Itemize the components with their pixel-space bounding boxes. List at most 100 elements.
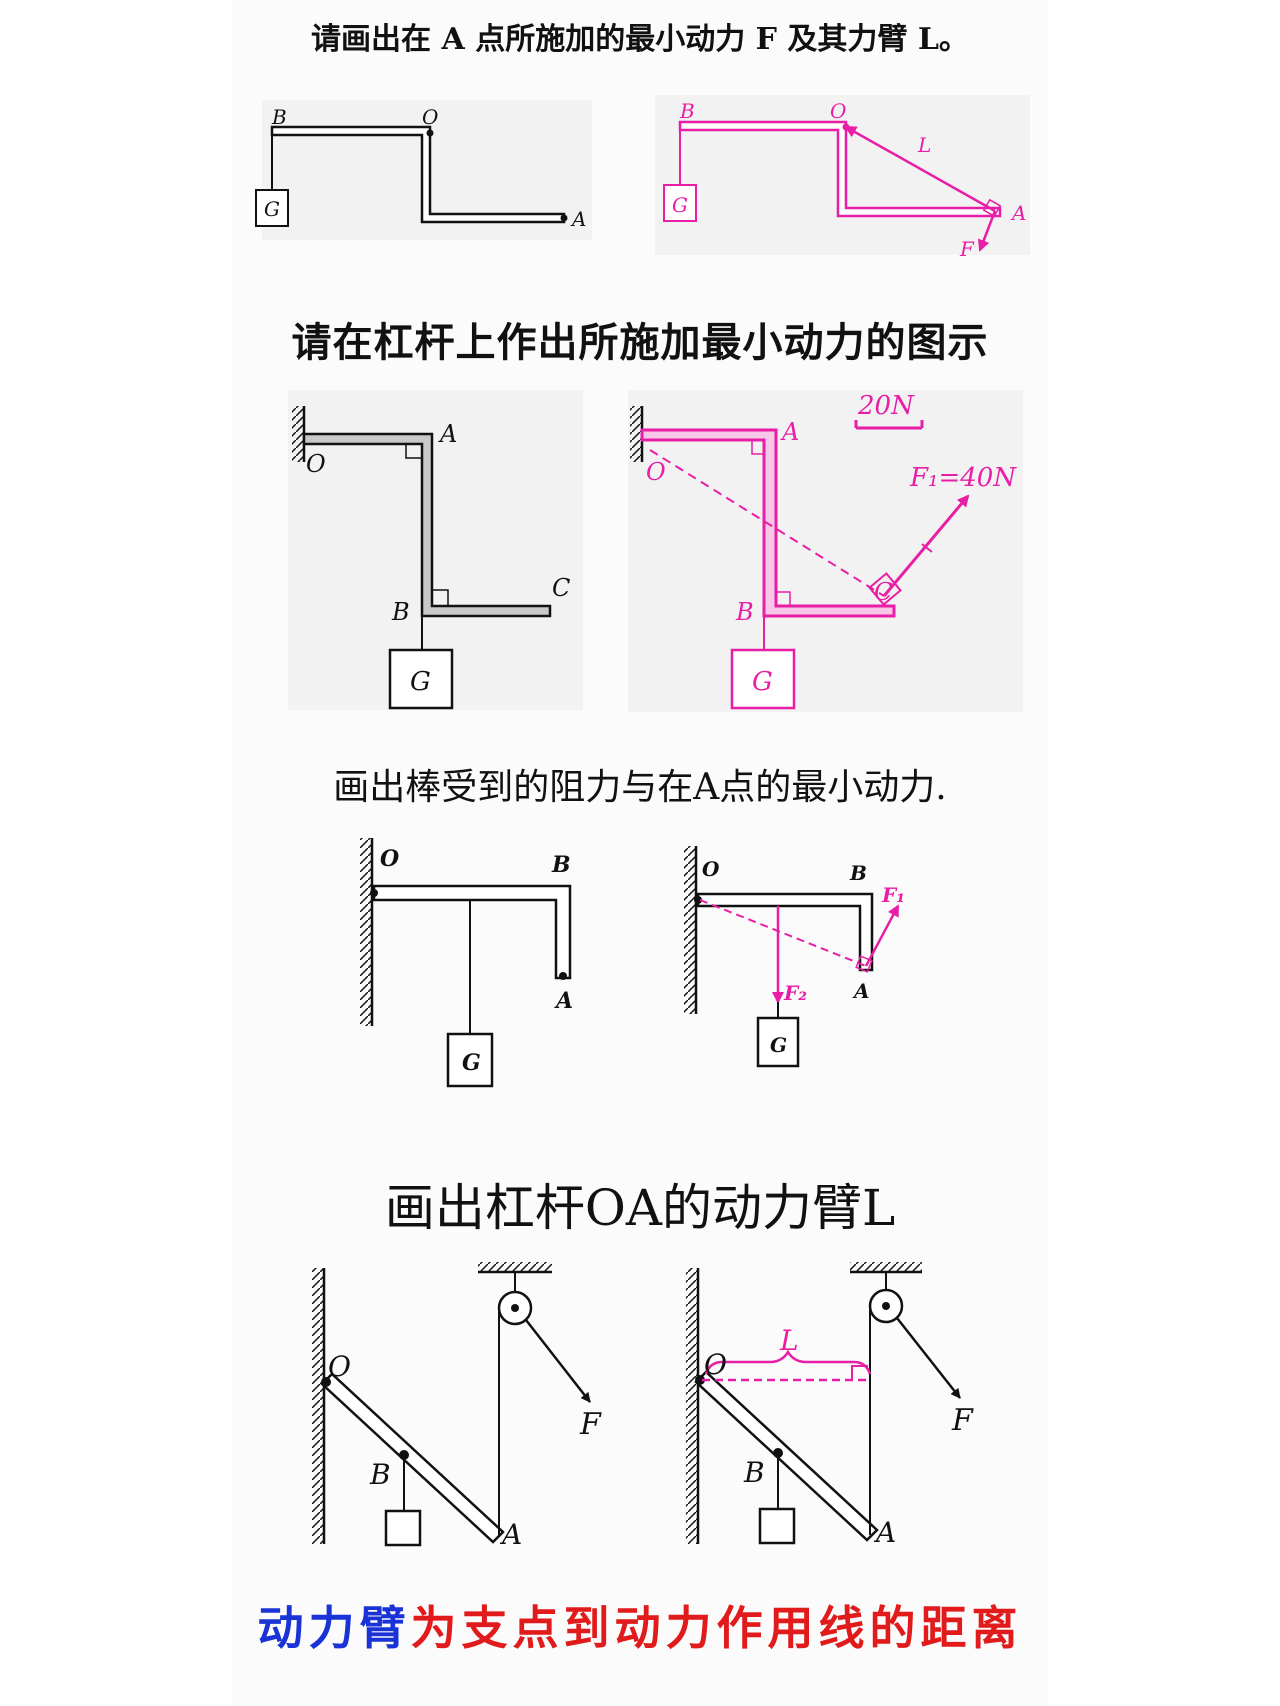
label-f: F bbox=[951, 1403, 974, 1438]
footer-explanation: 为支点到动力作用线的距离 bbox=[410, 1601, 1023, 1655]
right-angle-mark bbox=[855, 955, 873, 973]
label-o: O bbox=[646, 458, 666, 486]
point-a-dot bbox=[559, 972, 567, 980]
label-a: A bbox=[780, 418, 799, 446]
label-o: O bbox=[328, 1350, 351, 1383]
pivot-dot bbox=[695, 1375, 705, 1385]
label-a: A bbox=[852, 979, 870, 1003]
label-b: B bbox=[735, 598, 754, 626]
right-angle-mark-a bbox=[751, 440, 764, 455]
lever-arm-dashed bbox=[699, 899, 867, 967]
pivot-dot bbox=[426, 129, 434, 137]
label-a: A bbox=[570, 207, 586, 231]
label-g: G bbox=[672, 193, 688, 217]
footer-definition: 动力臂为支点到动力作用线的距离 bbox=[232, 1592, 1048, 1658]
bent-lever bbox=[678, 120, 1002, 218]
label-a: A bbox=[554, 988, 573, 1014]
pulley-axle bbox=[511, 1304, 519, 1312]
label-b: B bbox=[849, 861, 867, 885]
label-b: B bbox=[391, 598, 410, 626]
section-2-title: 请在杠杆上作出所施加最小动力的图示 bbox=[291, 319, 989, 366]
lever-arm-brace bbox=[704, 1349, 872, 1375]
label-c: C bbox=[552, 574, 570, 602]
wall-hatch bbox=[686, 1268, 698, 1544]
diagram-1-solution: B O G A L F bbox=[655, 95, 1030, 261]
ceiling-hatch bbox=[478, 1262, 552, 1272]
weight-box bbox=[384, 1509, 422, 1547]
weight-box bbox=[663, 184, 697, 222]
label-f1: F₁=40N bbox=[909, 463, 1017, 493]
label-f: F bbox=[959, 237, 975, 261]
label-o: O bbox=[380, 846, 399, 872]
diagram-3-solution: O B A G F₁ F₂ bbox=[684, 846, 905, 1068]
section-3-title: 画出棒受到的阻力与在A点的最小动力. bbox=[333, 767, 947, 808]
weight-box bbox=[388, 648, 454, 710]
label-g: G bbox=[264, 197, 280, 221]
force-tick bbox=[921, 543, 933, 553]
diagram-1-question: B O G A bbox=[255, 100, 592, 240]
wall-hatch bbox=[684, 846, 696, 1014]
pivot-dot bbox=[694, 896, 702, 904]
label-b: B bbox=[743, 1456, 765, 1489]
scale-label: 20N bbox=[857, 391, 915, 421]
label-a: A bbox=[1010, 201, 1026, 225]
label-a: A bbox=[499, 1518, 522, 1551]
pivot-dot bbox=[370, 889, 378, 897]
weight-box bbox=[446, 1032, 494, 1088]
label-f: F bbox=[579, 1407, 602, 1442]
bent-lever bbox=[302, 432, 552, 618]
pivot-dot bbox=[842, 123, 850, 131]
diagram-4-solution: O B A F L bbox=[686, 1262, 974, 1549]
force-f-arrow bbox=[977, 210, 997, 252]
bent-lever bbox=[270, 125, 566, 224]
point-a-dot bbox=[560, 214, 568, 222]
label-a: A bbox=[438, 420, 457, 448]
label-l: L bbox=[917, 133, 931, 157]
right-angle-mark-b bbox=[432, 589, 449, 606]
lever-arm-dashed bbox=[649, 449, 885, 597]
label-b: B bbox=[271, 105, 287, 129]
force-f-arrow bbox=[896, 1317, 961, 1399]
footer-term: 动力臂 bbox=[257, 1601, 411, 1655]
weight-box bbox=[758, 1507, 796, 1545]
weight-box bbox=[730, 648, 796, 710]
wall-hatch bbox=[312, 1268, 324, 1544]
ceiling-hatch bbox=[850, 1262, 922, 1272]
label-c: C bbox=[874, 578, 892, 606]
section-1-title: 请画出在 A 点所施加的最小动力 F 及其力臂 L。 bbox=[311, 22, 969, 57]
label-o: O bbox=[306, 450, 326, 478]
force-f-arrow bbox=[525, 1319, 591, 1403]
diagram-4-question: O B A F bbox=[312, 1262, 602, 1551]
wall-hatch bbox=[360, 838, 372, 1026]
label-o: O bbox=[702, 857, 720, 881]
lever-oa bbox=[694, 1370, 879, 1542]
label-b: B bbox=[679, 99, 695, 123]
bent-lever bbox=[372, 884, 572, 980]
right-angle-mark-a bbox=[405, 444, 422, 459]
right-angle-mark-c bbox=[868, 572, 902, 606]
pulley-axle bbox=[882, 1302, 890, 1310]
lever-arm-l bbox=[844, 125, 996, 213]
wall-hatch bbox=[630, 406, 642, 462]
force-f1-arrow bbox=[864, 904, 900, 967]
label-g: G bbox=[462, 1050, 481, 1076]
weight-box bbox=[255, 189, 289, 227]
label-f2: F₂ bbox=[783, 981, 807, 1005]
pivot-dot bbox=[321, 1377, 331, 1387]
label-o: O bbox=[422, 105, 438, 129]
label-g: G bbox=[752, 667, 773, 697]
label-a: A bbox=[873, 1516, 896, 1549]
diagram-3-question: O B A G bbox=[360, 838, 573, 1088]
label-b: B bbox=[369, 1458, 391, 1491]
right-angle-mark bbox=[982, 198, 1002, 218]
wall-hatch bbox=[292, 406, 304, 462]
bent-lever bbox=[696, 892, 874, 972]
diagram-2-solution: 20N F₁=40N A O B C G bbox=[628, 390, 1023, 712]
label-g: G bbox=[410, 667, 431, 697]
right-angle-mark bbox=[851, 1365, 868, 1380]
label-l: L bbox=[779, 1324, 799, 1357]
section-4-title: 画出杠杆OA的动力臂L bbox=[384, 1179, 896, 1237]
label-o: O bbox=[704, 1348, 727, 1381]
label-f1: F₁ bbox=[881, 883, 905, 907]
